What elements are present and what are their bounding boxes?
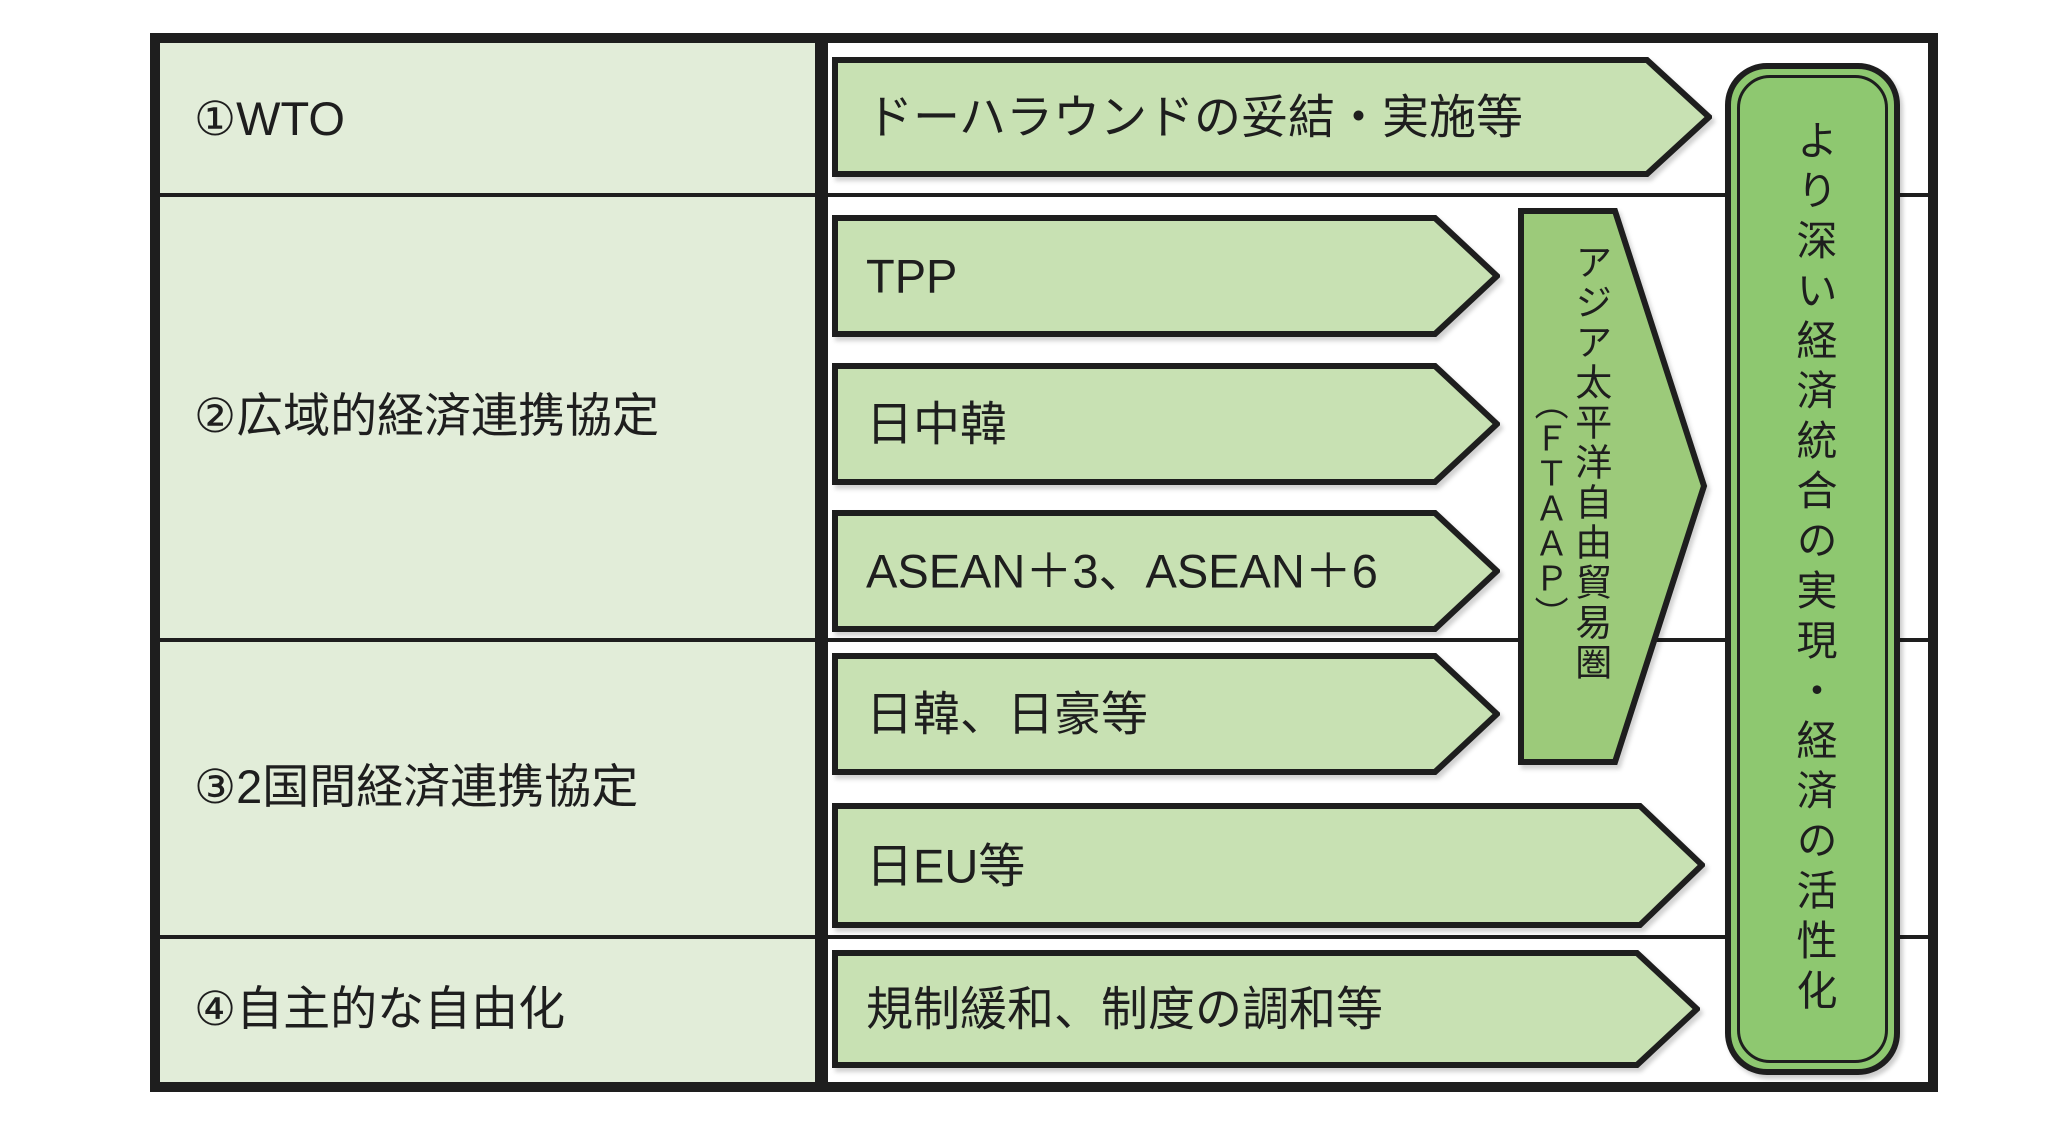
goal-box: より深い経済統合の実現・経済の活性化 bbox=[1725, 63, 1900, 1075]
arrow-shape bbox=[832, 653, 1500, 775]
diagram-frame: ①WTO ②広域的経済連携協定 ③2国間経済連携協定 ④自主的な自由化 ドーハラ… bbox=[150, 33, 1938, 1092]
arrow-shape bbox=[832, 950, 1700, 1068]
pentagon-shape bbox=[1518, 208, 1708, 765]
arrow-label: ASEAN＋3、ASEAN＋6 bbox=[866, 544, 1378, 598]
arrow-shape bbox=[832, 363, 1500, 485]
category-cell-voluntary-liberalization: ④自主的な自由化 bbox=[160, 935, 815, 1082]
arrow-japan-eu: 日EU等 bbox=[832, 803, 1705, 928]
arrow-shape bbox=[832, 510, 1500, 632]
arrow-shape bbox=[832, 215, 1500, 337]
arrow-asean-plus: ASEAN＋3、ASEAN＋6 bbox=[832, 510, 1500, 632]
ftaap-pentagon: アジア太平洋自由貿易圏 （ＦＴＡＡＰ） bbox=[1518, 208, 1708, 765]
category-column bbox=[160, 43, 815, 1082]
arrow-deregulation: 規制緩和、制度の調和等 bbox=[832, 950, 1700, 1068]
category-label: ③2国間経済連携協定 bbox=[194, 760, 639, 813]
goal-label: より深い経済統合の実現・経済の活性化 bbox=[1790, 119, 1836, 1019]
arrow-japan-korea-australia: 日韓、日豪等 bbox=[832, 653, 1500, 775]
row-divider bbox=[160, 638, 1928, 642]
category-cell-bilateral-epa: ③2国間経済連携協定 bbox=[160, 638, 815, 935]
arrow-doha-round: ドーハラウンドの妥結・実施等 bbox=[832, 57, 1712, 177]
goal-box-inner: より深い経済統合の実現・経済の活性化 bbox=[1737, 75, 1888, 1063]
arrow-tpp: TPP bbox=[832, 215, 1500, 337]
arrow-label: 日EU等 bbox=[866, 839, 1026, 892]
ftaap-text: アジア太平洋自由貿易圏 （ＦＴＡＡＰ） bbox=[1528, 208, 1612, 765]
category-label: ②広域的経済連携協定 bbox=[194, 389, 660, 442]
arrow-label: 日韓、日豪等 bbox=[866, 687, 1148, 741]
arrow-shape bbox=[832, 57, 1712, 177]
row-divider bbox=[160, 193, 1928, 197]
category-cell-regional-epa: ②広域的経済連携協定 bbox=[160, 193, 815, 638]
category-cell-wto: ①WTO bbox=[160, 43, 815, 193]
category-label: ④自主的な自由化 bbox=[194, 982, 566, 1035]
arrow-label: 規制緩和、制度の調和等 bbox=[866, 982, 1383, 1036]
ftaap-abbr-label: （ＦＴＡＡＰ） bbox=[1529, 386, 1568, 631]
ftaap-name-label: アジア太平洋自由貿易圏 bbox=[1569, 243, 1611, 683]
column-divider bbox=[815, 43, 828, 1082]
arrow-japan-china-korea: 日中韓 bbox=[832, 363, 1500, 485]
row-divider bbox=[160, 935, 1928, 939]
arrow-label: 日中韓 bbox=[866, 397, 1007, 451]
category-label: ①WTO bbox=[194, 91, 345, 145]
arrow-shape bbox=[832, 803, 1705, 928]
arrow-label: ドーハラウンドの妥結・実施等 bbox=[866, 90, 1524, 144]
arrow-label: TPP bbox=[866, 249, 958, 303]
